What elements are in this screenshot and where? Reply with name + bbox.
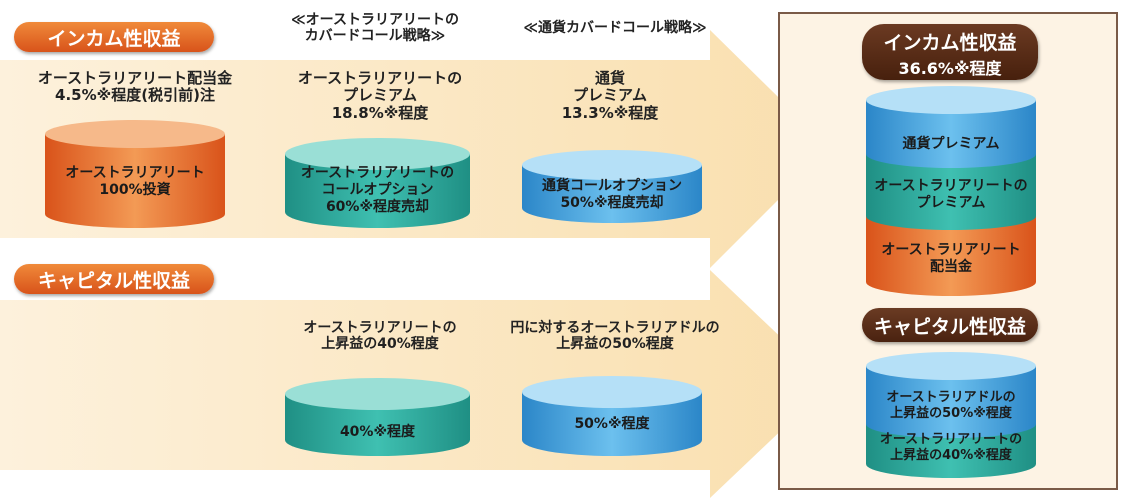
cylinder-reit-invest bbox=[45, 120, 225, 228]
stack-reit-premium-label: オーストラリアリートの プレミアム bbox=[874, 178, 1028, 211]
aud-gain-text: 円に対するオーストラリアドルの 上昇益の50%程度 bbox=[510, 320, 720, 353]
cap-reit-label: オーストラリアリートの 上昇益の40%※程度 bbox=[879, 432, 1023, 463]
capital-label: キャピタル性収益 bbox=[14, 264, 214, 294]
dividend-text: オーストラリアリート配当金 4.5%※程度(税引前)注 bbox=[37, 69, 233, 105]
income-label: インカム性収益 bbox=[14, 22, 214, 52]
stack-currency-label: 通貨プレミアム bbox=[902, 136, 1000, 152]
cap-aud-label: オーストラリアドルの 上昇益の50%※程度 bbox=[886, 390, 1016, 421]
cylinder-reit-invest-label: オーストラリアリート 100%投資 bbox=[65, 165, 205, 198]
cylinder-reit-call bbox=[285, 138, 470, 228]
result-capital-pill: キャピタル性収益 bbox=[862, 308, 1038, 342]
covered-call-heading: ≪オーストラリアリートの カバードコール戦略≫ bbox=[291, 12, 459, 45]
cylinder-capital-reit-label: 40%※程度 bbox=[339, 424, 416, 440]
cylinder-currency-call bbox=[522, 150, 702, 223]
cylinder-currency-call-label: 通貨コールオプション 50%※程度売却 bbox=[542, 178, 682, 211]
cylinder-capital-aud-label: 50%※程度 bbox=[574, 416, 650, 432]
cylinder-capital-aud bbox=[522, 376, 702, 456]
reit-gain-text: オーストラリアリートの 上昇益の40%程度 bbox=[303, 320, 457, 353]
currency-heading: ≪通貨カバードコール戦略≫ bbox=[523, 20, 707, 36]
result-income-pill: インカム性収益 36.6%※程度 bbox=[862, 24, 1038, 80]
result-capital-stack bbox=[866, 352, 1036, 478]
cylinder-capital-reit bbox=[285, 378, 470, 456]
cylinder-reit-call-label: オーストラリアリートの コールオプション 60%※程度売却 bbox=[300, 165, 455, 215]
reit-premium-text: オーストラリアリートの プレミアム 18.8%※程度 bbox=[297, 69, 463, 122]
result-income-stack bbox=[866, 86, 1036, 296]
stack-dividend-label: オーストラリアリート 配当金 bbox=[881, 242, 1021, 275]
currency-premium-text: 通貨 プレミアム 13.3%※程度 bbox=[561, 69, 659, 122]
